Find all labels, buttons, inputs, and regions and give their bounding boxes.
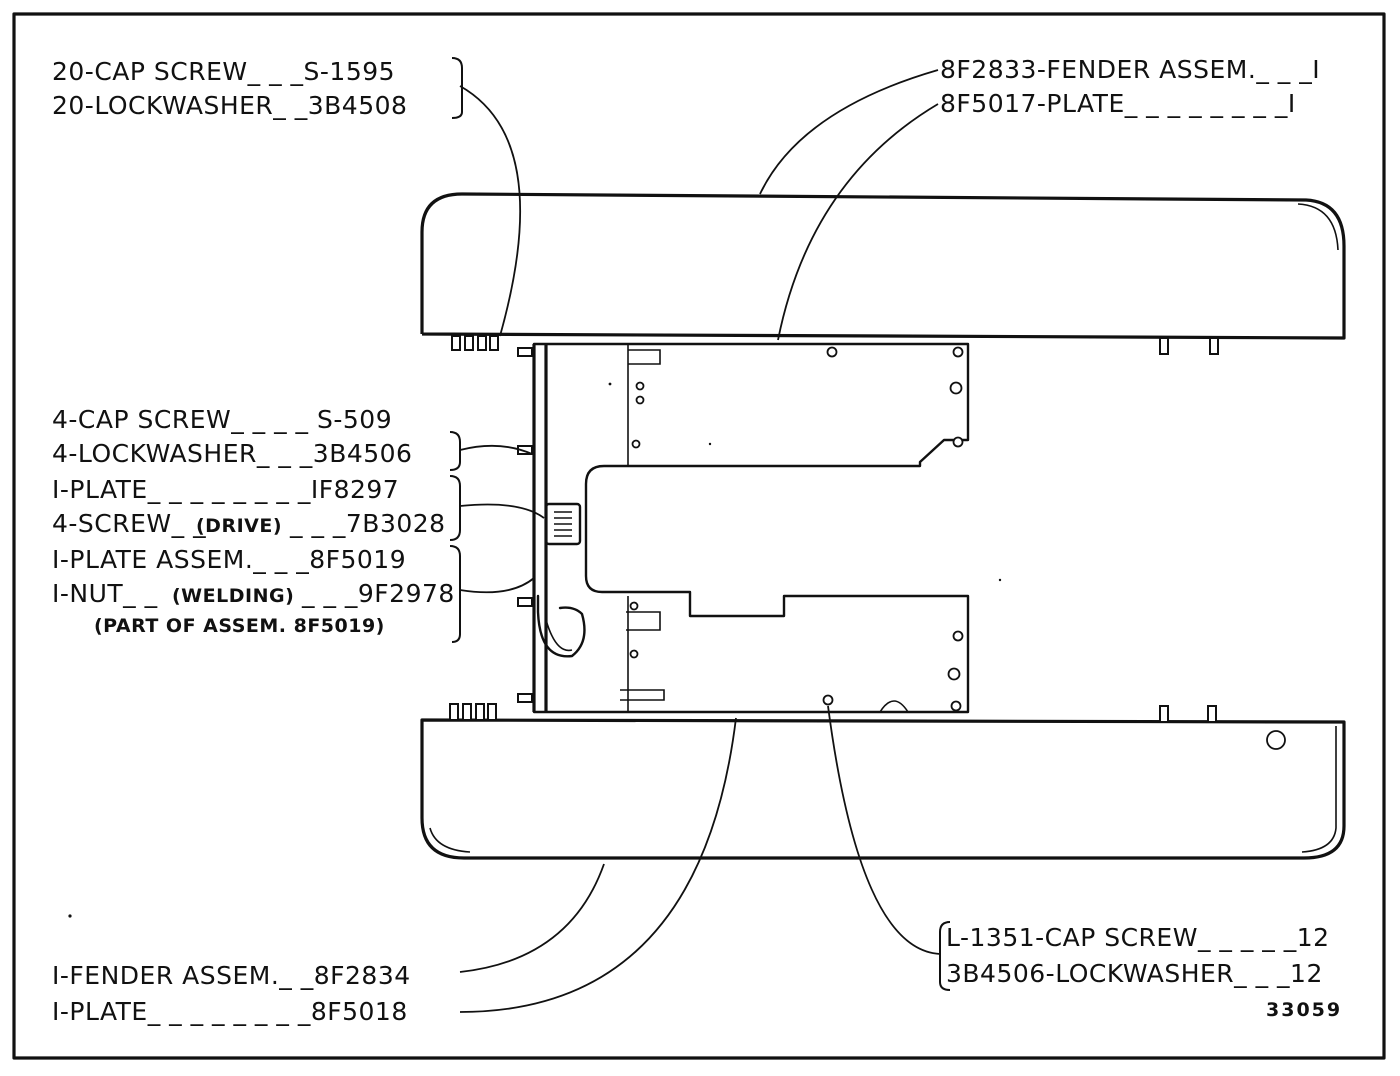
bottom-right-bolt-2 xyxy=(1207,705,1217,723)
bottom-right-labels: L-1351-CAP SCREW_ _ _ _ _12 3B4506-LOCKW… xyxy=(946,923,1330,988)
bottom-fender-assembly xyxy=(420,703,1346,860)
label-screw: 4-SCREW_ _ xyxy=(52,509,206,538)
fender-hole xyxy=(1266,730,1286,750)
label-nut-welding: (WELDING) xyxy=(172,585,294,607)
label-plate-1f8297: I-PLATE_ _ _ _ _ _ _ _IF8297 xyxy=(52,475,399,504)
drawing-frame xyxy=(12,12,1386,1060)
top-left-labels: 20-CAP SCREW_ _ _S-1595 20-LOCKWASHER_ _… xyxy=(52,57,407,120)
bottom-right-bolt-1 xyxy=(1159,705,1169,723)
leader-lines xyxy=(459,69,941,1013)
label-fender-assem-8f2833: 8F2833-FENDER ASSEM._ _ _I xyxy=(940,55,1320,84)
top-left-bolt-3 xyxy=(477,335,487,351)
bottom-left-bolt-4 xyxy=(487,703,497,721)
top-right-bolt-2 xyxy=(1209,337,1219,355)
mid-left-labels: 4-CAP SCREW_ _ _ _ S-509 4-LOCKWASHER_ _… xyxy=(52,405,455,637)
bottom-left-bolt-1 xyxy=(449,703,459,721)
top-fender-assembly xyxy=(420,192,1346,355)
center-plate-assembly xyxy=(517,342,970,714)
label-cap-screw-s1595: 20-CAP SCREW_ _ _S-1595 xyxy=(52,57,395,86)
top-right-bolt-1 xyxy=(1159,337,1169,355)
cap-screw-hole xyxy=(822,694,834,706)
scan-speck xyxy=(608,382,612,386)
label-nut: I-NUT_ _ xyxy=(52,579,158,608)
bottom-left-bolt-3 xyxy=(475,703,485,721)
scan-speck xyxy=(998,578,1002,582)
scan-speck xyxy=(68,914,72,918)
label-plate-8f5017: 8F5017-PLATE_ _ _ _ _ _ _ _I xyxy=(940,89,1296,118)
label-nut-9f2978: _ _ _9F2978 xyxy=(301,579,455,608)
label-lockwasher-3b4506: 4-LOCKWASHER_ _ _3B4506 xyxy=(52,439,412,468)
label-screw-7b3028: _ _ _7B3028 xyxy=(289,509,446,538)
top-left-bolt-4 xyxy=(489,335,499,351)
name-plate xyxy=(544,502,582,546)
label-lockwasher-3b4508: 20-LOCKWASHER_ _3B4508 xyxy=(52,91,407,120)
top-left-bolt-2 xyxy=(464,335,474,351)
scan-speck xyxy=(708,442,712,446)
label-fender-assem-8f2834: I-FENDER ASSEM._ _8F2834 xyxy=(52,961,411,990)
top-right-labels: 8F2833-FENDER ASSEM._ _ _I 8F5017-PLATE_… xyxy=(940,55,1320,118)
drawing-number: 33059 xyxy=(1266,999,1342,1021)
label-cap-screw-l1351: L-1351-CAP SCREW_ _ _ _ _12 xyxy=(946,923,1330,952)
label-part-of-assem: (PART OF ASSEM. 8F5019) xyxy=(94,615,385,637)
bottom-left-bolt-2 xyxy=(462,703,472,721)
label-braces xyxy=(449,57,951,991)
label-plate-assem-8f5019: I-PLATE ASSEM._ _ _8F5019 xyxy=(52,545,406,574)
label-lockwasher-3b4506-12: 3B4506-LOCKWASHER_ _ _12 xyxy=(946,959,1323,988)
label-plate-8f5018: I-PLATE_ _ _ _ _ _ _ _8F5018 xyxy=(52,997,408,1026)
top-left-bolt-1 xyxy=(451,335,461,351)
bottom-left-labels: I-FENDER ASSEM._ _8F2834 I-PLATE_ _ _ _ … xyxy=(52,961,411,1026)
label-cap-screw-s509: 4-CAP SCREW_ _ _ _ S-509 xyxy=(52,405,392,434)
label-screw-drive: (DRIVE) xyxy=(196,515,282,537)
